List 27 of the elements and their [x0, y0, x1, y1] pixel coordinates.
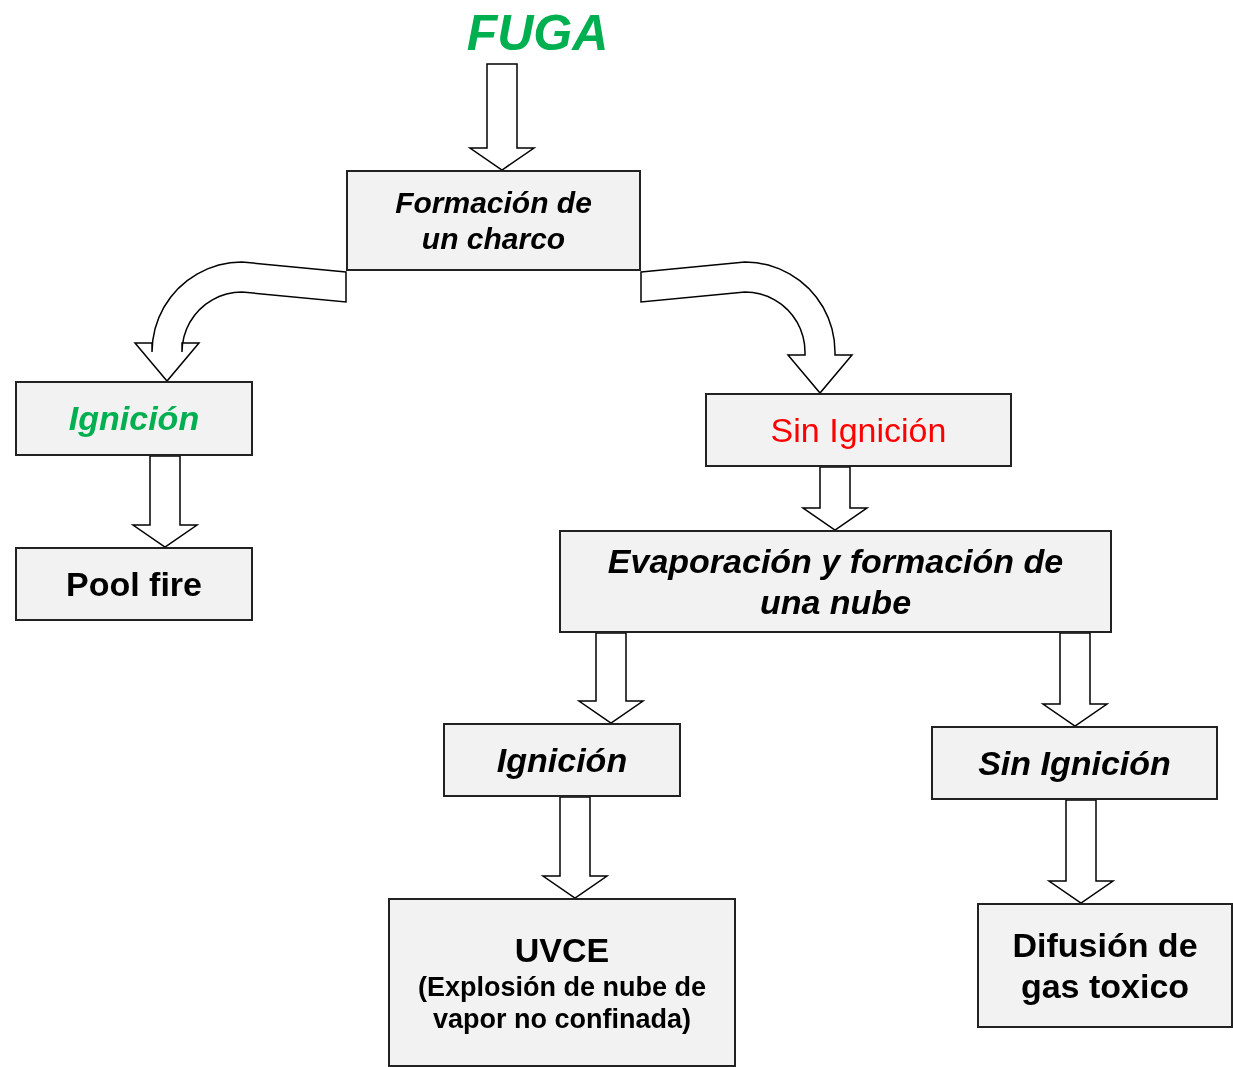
node-label: UVCE: [514, 929, 610, 971]
block-arrow: [130, 455, 200, 548]
node-description: (Explosión de nube de vapor no confinada): [417, 970, 707, 1036]
node-label: Evaporación y formación de una nube: [606, 540, 1065, 623]
node-label: Ignición: [496, 739, 628, 781]
node-label: Formación de un charco: [394, 184, 593, 257]
node-label: Difusión de gas toxico: [1011, 924, 1199, 1007]
block-arrow: [576, 632, 646, 724]
process-box: [388, 898, 736, 1067]
process-box: [15, 547, 253, 621]
title-text: FUGA: [466, 4, 609, 63]
block-arrow: [800, 466, 870, 531]
block-arrow: [540, 796, 610, 899]
block-arrow: [1040, 632, 1110, 727]
process-box: [931, 726, 1218, 800]
node-label: Ignición: [68, 398, 200, 439]
block-arrow: [467, 63, 537, 171]
process-box: [977, 903, 1233, 1028]
node-label: Sin Ignición: [978, 742, 1171, 784]
process-box: [559, 530, 1112, 633]
node-label: Sin Ignición: [770, 409, 947, 451]
process-box: [443, 723, 681, 797]
node-label: Pool fire: [66, 563, 202, 605]
process-box: [15, 381, 253, 456]
block-arrow: [1046, 799, 1116, 904]
process-box: [346, 170, 641, 271]
process-box: [705, 393, 1012, 467]
